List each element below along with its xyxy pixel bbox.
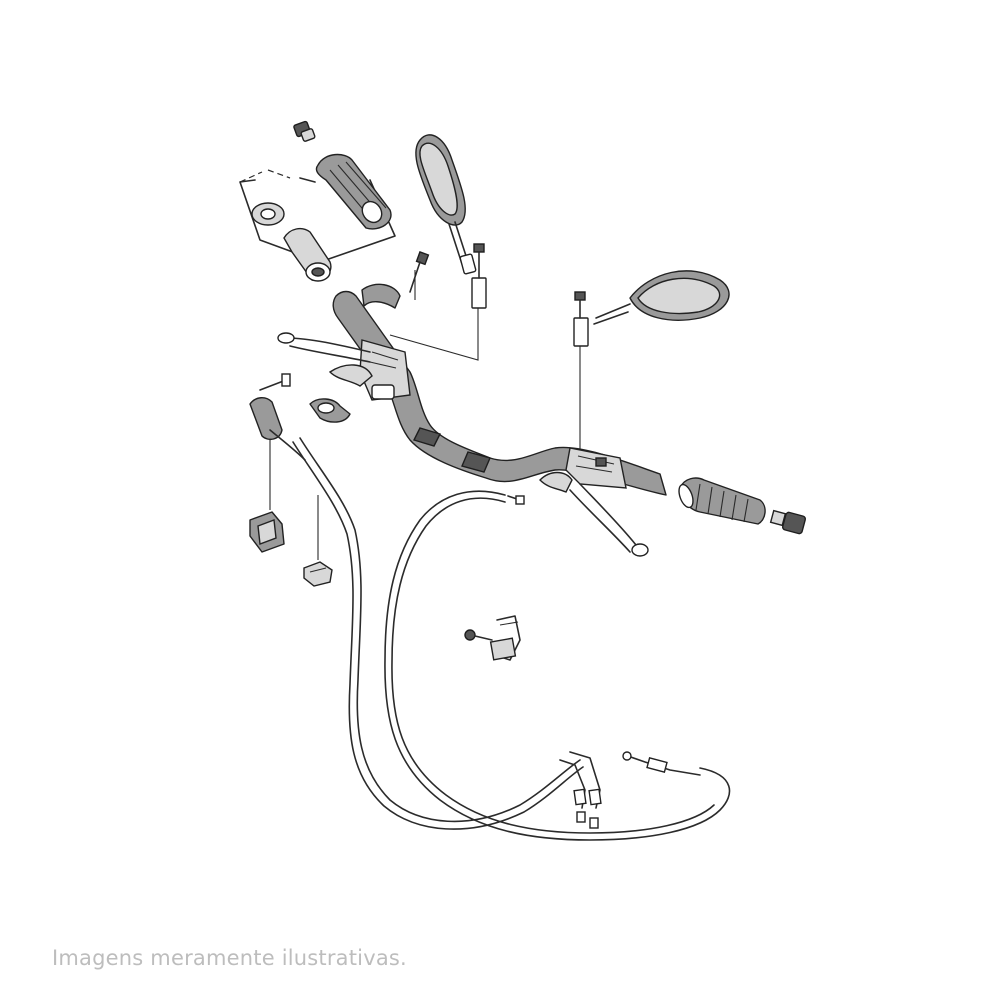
handlebar [332,290,667,496]
cable-clip-left [249,511,285,553]
bar-end-weight-left [293,120,316,142]
lever-bracket-clamp [309,283,401,423]
bolt-left-clamp [409,251,430,293]
right-grip [678,477,766,525]
right-mirror [573,270,730,347]
left-mirror [415,134,487,309]
throttle-sleeve [283,227,332,282]
bolt-right [507,495,525,505]
leader-lines [239,169,581,560]
bar-end-weight-right [769,509,807,535]
right-switch-housing [565,447,627,489]
left-grip [315,153,392,230]
cable-clip-small [303,561,333,587]
cable-guide-bracket [464,615,521,661]
cable-adjuster-left [249,373,306,461]
grip-washer-hole [260,208,276,220]
clutch-lever [277,332,373,387]
disclaimer-text: Imagens meramente ilustrativas. [52,946,407,970]
left-switch-housing [359,339,411,401]
brake-lever [539,471,649,557]
throttle-cable-outer [292,437,584,830]
cable-end-fittings [559,751,701,829]
clutch-cable [384,490,731,841]
